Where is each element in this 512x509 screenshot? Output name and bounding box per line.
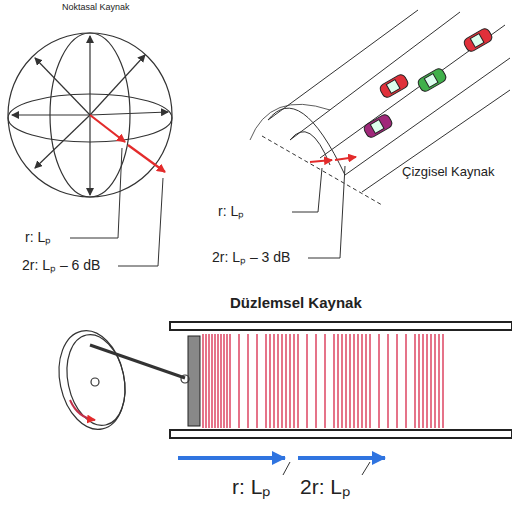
distance-label: 2r: Lₚ xyxy=(300,475,350,498)
plane-source-tube xyxy=(170,322,512,438)
source-title: Noktasal Kaynak xyxy=(62,3,130,13)
point-source-sphere xyxy=(8,33,172,266)
line-source-road xyxy=(250,10,510,258)
source-title: Düzlemsel Kaynak xyxy=(230,295,362,312)
distance-label: r: Lₚ xyxy=(232,475,270,498)
source-title: Çizgisel Kaynak xyxy=(402,165,495,179)
crank-wheel xyxy=(50,324,385,475)
distance-label: r: Lₚ xyxy=(25,230,51,245)
distance-label: r: Lₚ xyxy=(218,204,244,219)
cars xyxy=(362,27,493,139)
distance-label: 2r: Lₚ – 6 dB xyxy=(22,258,100,273)
distance-label: 2r: Lₚ – 3 dB xyxy=(212,250,290,265)
